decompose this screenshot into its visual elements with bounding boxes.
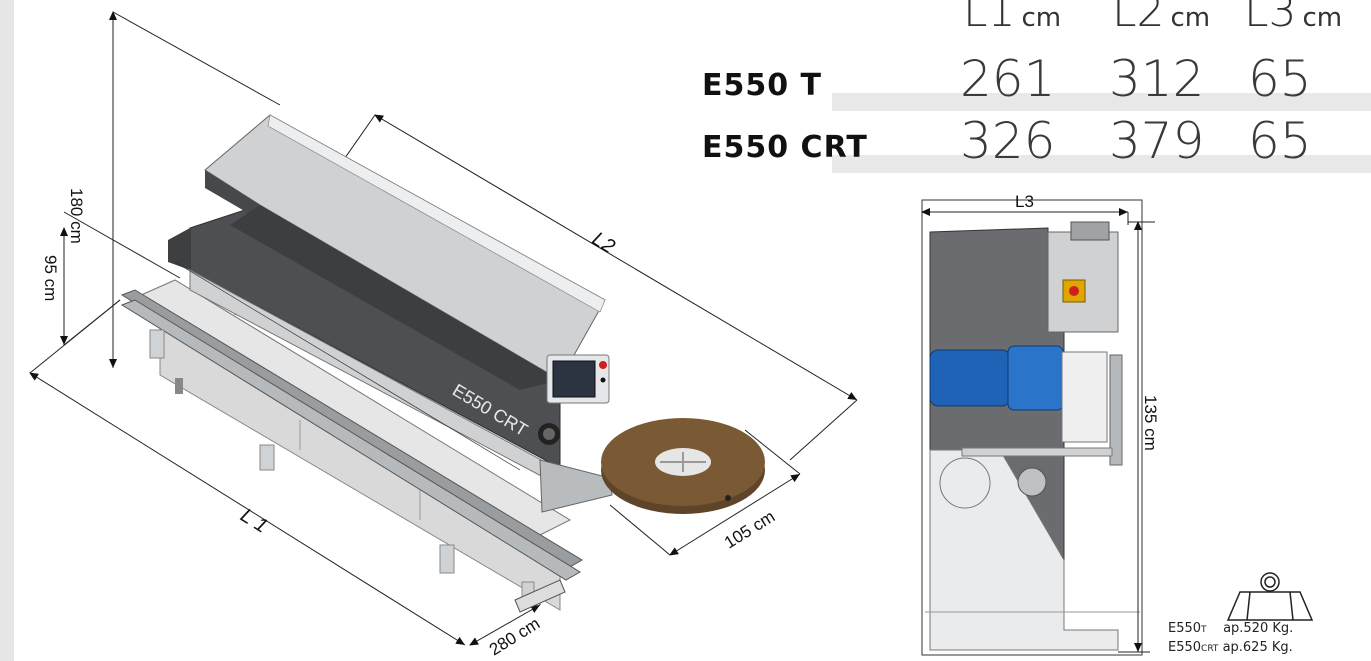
value-l1: 326 — [960, 112, 1056, 170]
extension-line — [744, 429, 801, 475]
model-name: E550 T — [702, 68, 823, 103]
weight-line-t: E550T ap.520 Kg. — [1168, 621, 1294, 636]
side-view-drawing — [921, 199, 1143, 656]
dim-line-105 — [669, 473, 801, 556]
extension-line — [789, 399, 858, 461]
value-l2: 379 — [1109, 112, 1205, 170]
dim-line-l2 — [374, 114, 858, 401]
value-l2: 312 — [1109, 50, 1205, 108]
edge-reel — [601, 418, 765, 514]
extension-line — [29, 299, 121, 374]
edgebander-machine — [120, 114, 613, 613]
dim-label-135: 135 cm — [1141, 395, 1160, 451]
dim-line-l1 — [29, 372, 466, 646]
value-l3: 65 — [1248, 112, 1312, 170]
extension-line — [609, 504, 671, 556]
value-l3: 65 — [1248, 50, 1312, 108]
left-edge-strip — [0, 0, 14, 661]
row-bar — [832, 155, 1371, 173]
dim-label-180: 180 cm — [67, 188, 86, 244]
extension-line — [112, 11, 281, 106]
table-row: E550 T 261 312 65 — [702, 50, 1371, 124]
weight-line-crt: E550CRT ap.625 Kg. — [1168, 640, 1293, 655]
extension-line — [63, 211, 181, 279]
dim-label-l3: L3 — [1015, 192, 1034, 211]
row-bar — [832, 93, 1371, 111]
dim-label-95: 95 cm — [41, 255, 60, 302]
weight-lifting-icon — [1226, 572, 1314, 621]
dim-line-280 — [469, 604, 541, 646]
value-l1: 261 — [960, 50, 1056, 108]
